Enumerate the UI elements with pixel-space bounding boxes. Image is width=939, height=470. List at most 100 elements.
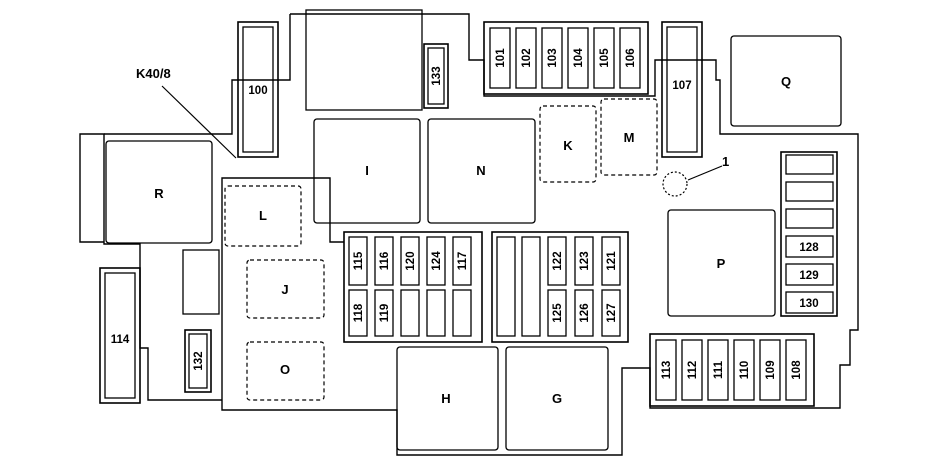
fuse-108-label: 108: [791, 360, 803, 380]
fuse-125: 125: [547, 289, 567, 337]
empty-socket: [182, 249, 220, 315]
fuse-122-label: 122: [552, 251, 564, 270]
relay-l: L: [224, 185, 302, 247]
fuse-125-label: 125: [552, 303, 564, 323]
relay-k: K: [539, 105, 597, 183]
fuse-slot-empty: [400, 289, 420, 337]
fuse-120: 120: [400, 236, 420, 286]
fuse-110-label: 110: [739, 361, 751, 380]
fuse-130: 130: [785, 291, 834, 314]
relay-i: I: [313, 118, 421, 224]
relay-m: M: [600, 98, 658, 176]
fuse-block-right: [491, 231, 629, 343]
relay-r-label: R: [154, 186, 164, 201]
relay-l-label: L: [259, 208, 267, 223]
fuse-128-label: 128: [799, 242, 819, 254]
fuse-107: 107: [661, 21, 703, 158]
housing-outline: [79, 13, 859, 456]
fuse-127-label: 127: [606, 303, 618, 322]
fuse-row-108-113: [649, 333, 815, 407]
fuse-106-label: 106: [625, 48, 637, 67]
fuse-110: 110: [733, 339, 755, 401]
fuse-101-label: 101: [495, 48, 507, 68]
fuse-109-label: 109: [765, 360, 777, 379]
fuse-121-label: 121: [606, 251, 618, 271]
fuse-100-label: 100: [248, 85, 267, 97]
relay-g-label: G: [552, 391, 562, 406]
fuse-111-label: 111: [713, 360, 725, 379]
fuse-slot-empty: [426, 289, 446, 337]
relay-o: O: [246, 341, 325, 401]
fuse-119-label: 119: [379, 304, 391, 323]
fuse-113-label: 113: [661, 361, 673, 380]
fuse-row-101-106: [483, 21, 649, 95]
fuse-133: 133: [423, 43, 449, 109]
fuse-119: 119: [374, 289, 394, 337]
fuse-120-label: 120: [405, 251, 417, 270]
callout-1: 1: [722, 154, 729, 169]
relay-j: J: [246, 259, 325, 319]
fuse-112: 112: [681, 339, 703, 401]
relay-p: P: [667, 209, 776, 317]
relay-k-label: K: [563, 138, 573, 153]
fuse-slot-empty: [785, 208, 834, 229]
fuse-118-label: 118: [353, 303, 365, 322]
fuse-102-label: 102: [521, 48, 533, 67]
relay-n-label: N: [476, 163, 485, 178]
relay-m-label: M: [624, 130, 635, 145]
relay-q-label: Q: [781, 74, 791, 89]
fuse-105-label: 105: [599, 48, 611, 68]
fuse-slot-empty: [785, 181, 834, 202]
relay-r: R: [105, 140, 213, 244]
fuse-117: 117: [452, 236, 472, 286]
relay-h: H: [396, 346, 499, 451]
fuse-102: 102: [515, 27, 537, 89]
fuse-118: 118: [348, 289, 368, 337]
fuse-117-label: 117: [457, 252, 469, 271]
fuse-109: 109: [759, 339, 781, 401]
fuse-105: 105: [593, 27, 615, 89]
fuse-127: 127: [601, 289, 621, 337]
relay-o-label: O: [280, 362, 290, 377]
relay-h-label: H: [441, 391, 450, 406]
relay-q: Q: [730, 35, 842, 127]
relay-p-label: P: [717, 256, 726, 271]
fuse-122: 122: [547, 236, 567, 286]
fuse-114-label: 114: [111, 334, 130, 346]
fuse-124: 124: [426, 236, 446, 286]
location-marker: [662, 171, 688, 197]
fuse-slot-empty: [496, 236, 516, 337]
housing-inner-line: [104, 14, 291, 135]
fuse-126: 126: [574, 289, 594, 337]
fuse-132-label: 132: [193, 351, 205, 370]
fuse-121: 121: [601, 236, 621, 286]
fuse-124-label: 124: [431, 251, 443, 271]
relay-n: N: [427, 118, 536, 224]
callout-k40-8-leader: [161, 85, 237, 159]
fuse-129-label: 129: [799, 270, 818, 282]
fuse-114: 114: [99, 267, 141, 404]
fuse-133-label: 133: [431, 66, 443, 85]
fuse-115-label: 115: [353, 251, 365, 270]
fuse-111: 111: [707, 339, 729, 401]
fuse-130-label: 130: [799, 298, 818, 310]
fuse-129: 129: [785, 263, 834, 286]
fuse-block-left: [343, 231, 483, 343]
relay-g: G: [505, 346, 609, 451]
fuse-103: 103: [541, 27, 563, 89]
fuse-106: 106: [619, 27, 641, 89]
top-connector-block: [305, 9, 423, 111]
fuse-115: 115: [348, 236, 368, 286]
fuse-slot-empty: [785, 154, 834, 175]
fuse-123-label: 123: [579, 251, 591, 270]
relay-i-label: I: [365, 163, 369, 178]
fuse-101: 101: [489, 27, 511, 89]
fuse-107-label: 107: [672, 80, 691, 92]
fuse-116: 116: [374, 236, 394, 286]
fuse-104-label: 104: [573, 48, 585, 68]
relay-j-label: J: [281, 282, 288, 297]
fuse-126-label: 126: [579, 303, 591, 322]
fuse-116-label: 116: [379, 252, 391, 271]
fuse-column-128-130: [780, 151, 838, 317]
